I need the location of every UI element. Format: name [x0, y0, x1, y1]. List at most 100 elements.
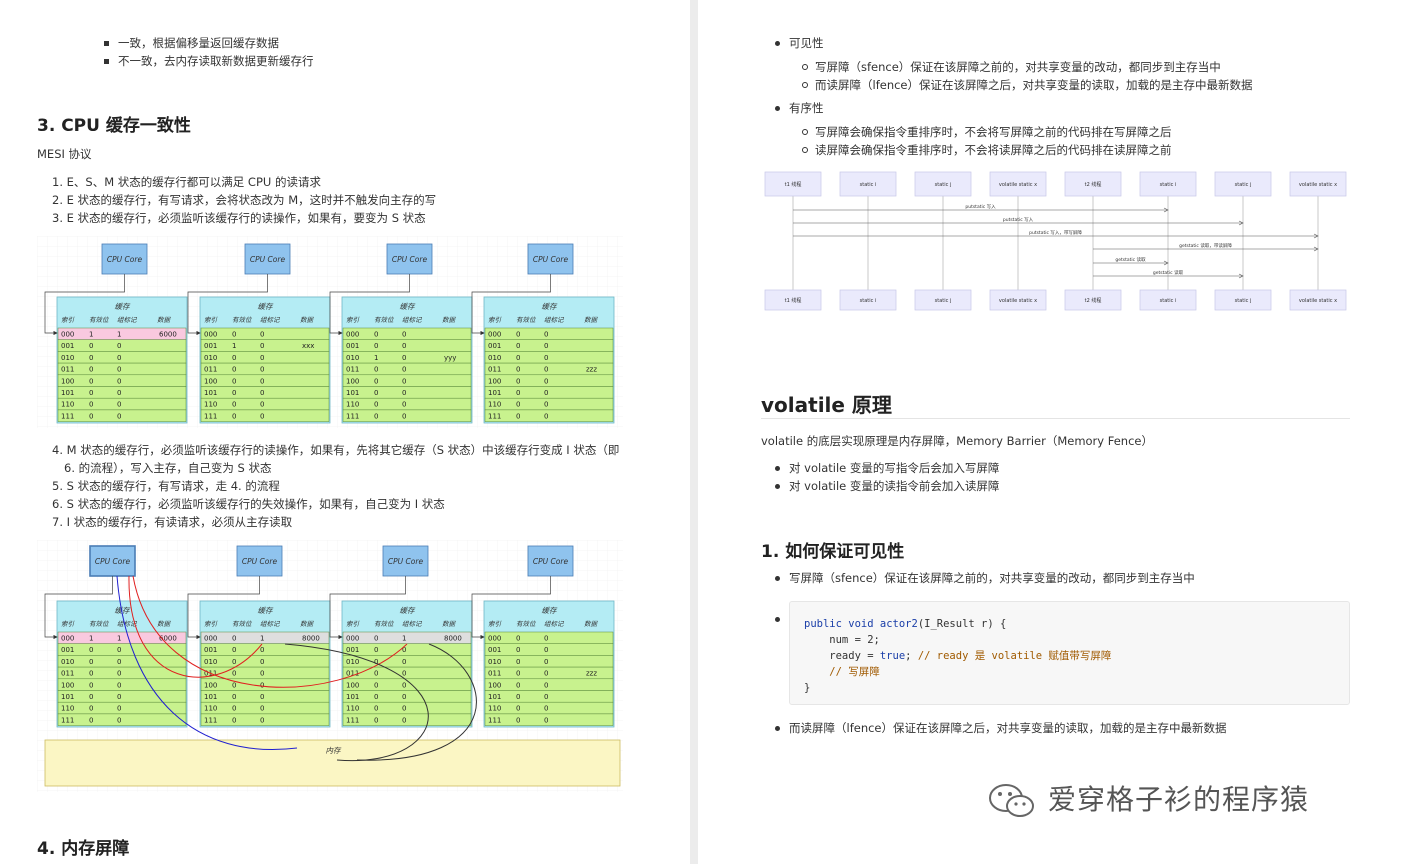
cache-cell: 011: [346, 366, 359, 374]
disc-bullet-icon: [775, 41, 780, 46]
cache-cell: 000: [346, 635, 359, 643]
cpu-core-label: CPU Core: [95, 557, 131, 566]
cache-cell: 0: [232, 389, 236, 397]
cache-row: [57, 409, 187, 422]
cache-cell: 110: [204, 401, 217, 409]
cache-column-header: 数据: [300, 316, 315, 324]
cache-cell: 100: [61, 377, 74, 385]
cache-cell: 0: [544, 366, 548, 374]
participant-label: static i: [860, 298, 877, 304]
cache-cell: 0: [374, 716, 378, 724]
participant-label: volatile static x: [1299, 298, 1337, 304]
cache-cell: 0: [117, 389, 121, 397]
cache-cell: 0: [402, 377, 406, 385]
participant-label: t1 线程: [785, 297, 802, 304]
code-text: (I_Result r) {: [917, 618, 1007, 630]
core-cache-connector: [187, 576, 260, 640]
cache-cell: 001: [61, 342, 74, 350]
cache-cell: 0: [516, 342, 520, 350]
core-cache-connector: [329, 274, 410, 336]
cache-cell: zzz: [586, 670, 597, 678]
cache-cell: 0: [544, 389, 548, 397]
cache-cell: 0: [89, 658, 93, 666]
cache-column-header: 索引: [488, 620, 502, 628]
cache-cell: 0: [232, 658, 236, 666]
cache-cell: 101: [204, 693, 217, 701]
cache-cell: 0: [544, 412, 548, 420]
message-arrowhead: [1163, 207, 1169, 213]
list-item: 对 volatile 变量的写指令后会加入写屏障: [789, 461, 1000, 475]
cache-cell: 0: [89, 646, 93, 654]
cache-cell: 111: [204, 412, 217, 420]
cache-cell: 0: [516, 658, 520, 666]
cache-title: 缓存: [400, 302, 416, 311]
cache-row: [57, 690, 187, 703]
participant-box: [1289, 289, 1347, 311]
cache-cell: 101: [346, 693, 359, 701]
participant-box: [989, 289, 1047, 311]
participant-box: [1214, 171, 1272, 197]
list-item: 5. S 状态的缓存行，有写请求，走 4. 的流程: [52, 479, 280, 493]
cache-cell: 0: [117, 681, 121, 689]
core-cache-connector: [329, 576, 406, 640]
cache-column-header: 有效位: [516, 316, 537, 324]
cache-column-header: 组标记: [544, 620, 565, 628]
cache-cell: 0: [117, 670, 121, 678]
cache-cell: 0: [374, 342, 378, 350]
participant-box: [1139, 289, 1197, 311]
message-label: getstatic 读取: [1153, 269, 1184, 276]
cache-cell: 0: [260, 331, 264, 339]
message-label: putstatic 写入: [965, 204, 996, 210]
cpu-core-label: CPU Core: [533, 557, 569, 566]
cache-cell: 111: [346, 716, 359, 724]
cache-cell: 000: [204, 635, 217, 643]
cache-cell: 110: [488, 401, 501, 409]
core-cache-connector: [44, 274, 125, 336]
cache-cell: 0: [516, 646, 520, 654]
cache-row: [484, 351, 614, 364]
cache-column-header: 数据: [442, 620, 457, 628]
cache-column-header: 数据: [300, 620, 315, 628]
cache-cell: 0: [89, 342, 93, 350]
cache-cell: 111: [204, 716, 217, 724]
participant-box: [914, 171, 972, 197]
participant-label: static j: [935, 298, 952, 304]
cache-row: [484, 327, 614, 340]
cache-cell: 0: [260, 366, 264, 374]
cache-cell: 001: [346, 646, 359, 654]
cache-cell: 0: [260, 412, 264, 420]
cache-row: [342, 713, 472, 726]
cache-cell: 0: [260, 705, 264, 713]
read-arrow: [356, 643, 477, 761]
participant-box: [839, 289, 897, 311]
cache-cell: 0: [544, 716, 548, 724]
cache-column-header: 数据: [157, 620, 172, 628]
list-item: 写屏障（sfence）保证在该屏障之前的，对共享变量的改动，都同步到主存当中: [789, 571, 1195, 585]
cache-cell: 0: [117, 693, 121, 701]
cache-cell: 0: [544, 646, 548, 654]
cache-column-header: 索引: [61, 620, 75, 628]
cache-cell: 0: [232, 716, 236, 724]
cache-row: [200, 362, 330, 376]
cache-column-header: 数据: [157, 316, 172, 324]
cache-cell: 0: [260, 716, 264, 724]
message-arrowhead: [1238, 220, 1244, 226]
disc-bullet-icon: [775, 466, 780, 471]
code-line: }: [804, 682, 811, 694]
cache-cell: 0: [260, 401, 264, 409]
cache-row: [200, 374, 330, 387]
cache-cell: 0: [516, 670, 520, 678]
cache-cell: 0: [402, 646, 406, 654]
cache-row: [342, 339, 472, 352]
list-item: 而读屏障（lfence）保证在该屏障之后，对共享变量的读取，加载的是主存中最新数…: [815, 78, 1253, 92]
disc-bullet-icon: [775, 726, 780, 731]
cache-cell: 010: [488, 354, 501, 362]
cache-cell: 0: [232, 705, 236, 713]
cache-cell: 0: [117, 401, 121, 409]
cache-cell: 0: [89, 389, 93, 397]
cache-cell: 110: [346, 705, 359, 713]
cache-cell: 0: [516, 635, 520, 643]
cache-cell: 0: [374, 658, 378, 666]
cache-row: [342, 397, 472, 411]
circle-bullet-icon: [802, 64, 808, 70]
